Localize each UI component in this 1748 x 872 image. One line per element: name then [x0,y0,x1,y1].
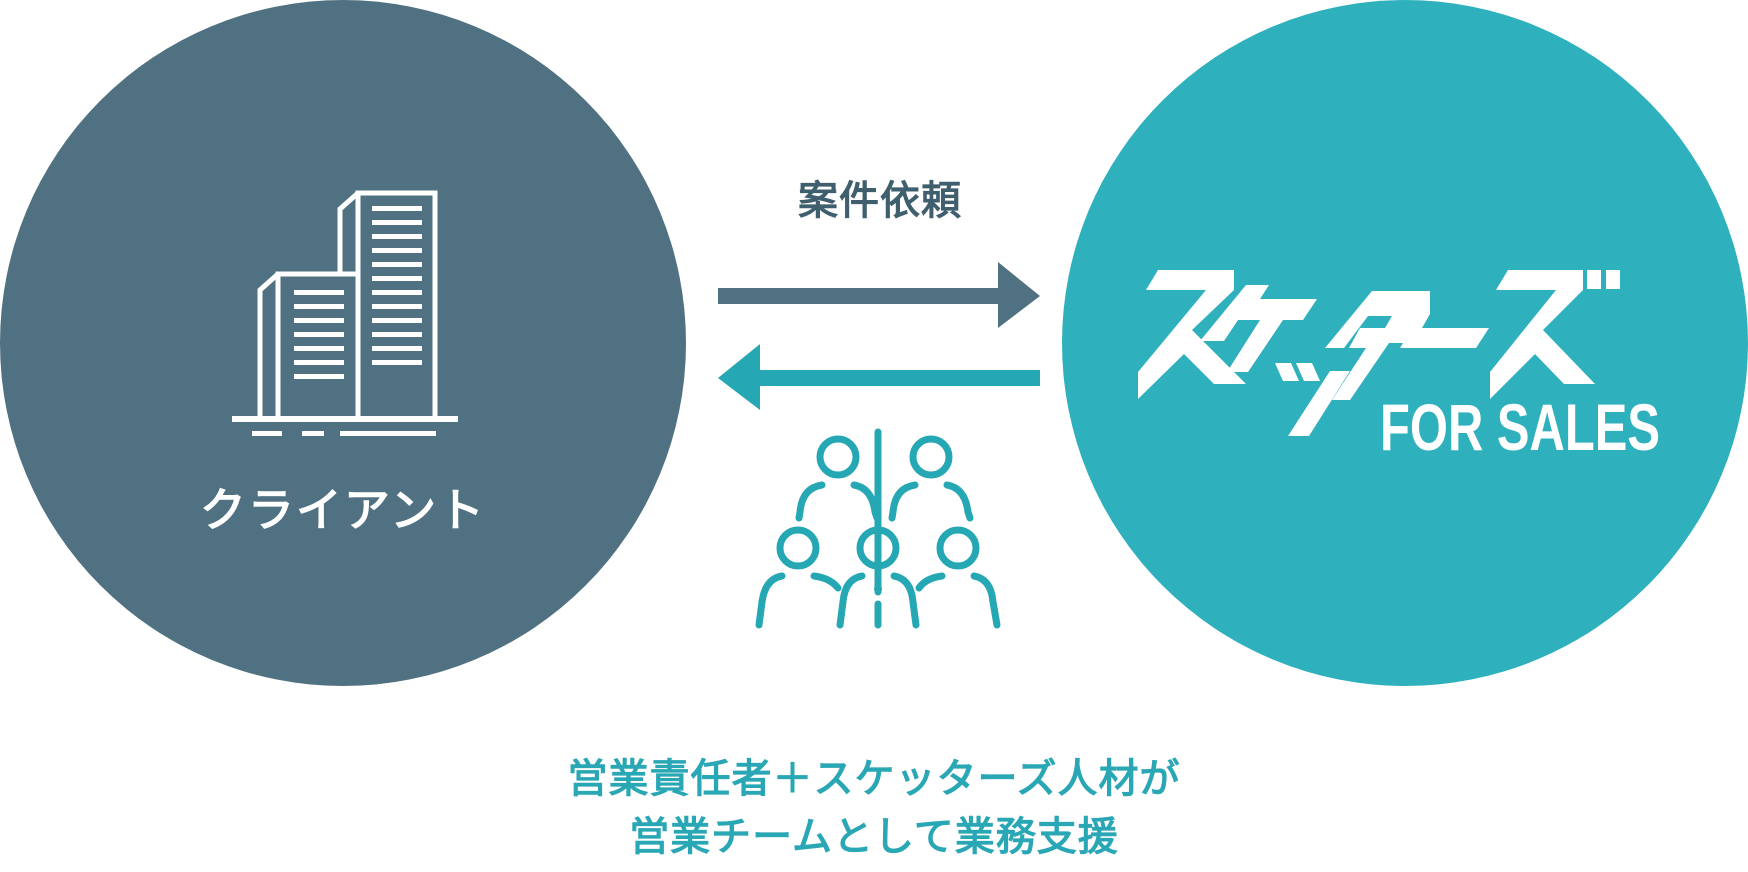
client-label: クライアント [199,483,487,537]
skaters-logo: スケッターズ FOR SALES [1138,270,1660,464]
logo-subtext: FOR SALES [1380,390,1660,464]
caption: 営業責任者＋スケッターズ人材が 営業チームとして業務支援 [400,750,1348,866]
caption-line-2: 営業チームとして業務支援 [629,814,1119,860]
arrow-left-icon [718,344,1040,410]
client-circle [0,0,686,686]
request-label: 案件依頼 [798,178,962,224]
arrow-right-icon [718,262,1040,328]
team-people-icon [755,428,1001,629]
caption-line-1: 営業責任者＋スケッターズ人材が [567,756,1181,802]
office-buildings-icon [232,190,458,436]
